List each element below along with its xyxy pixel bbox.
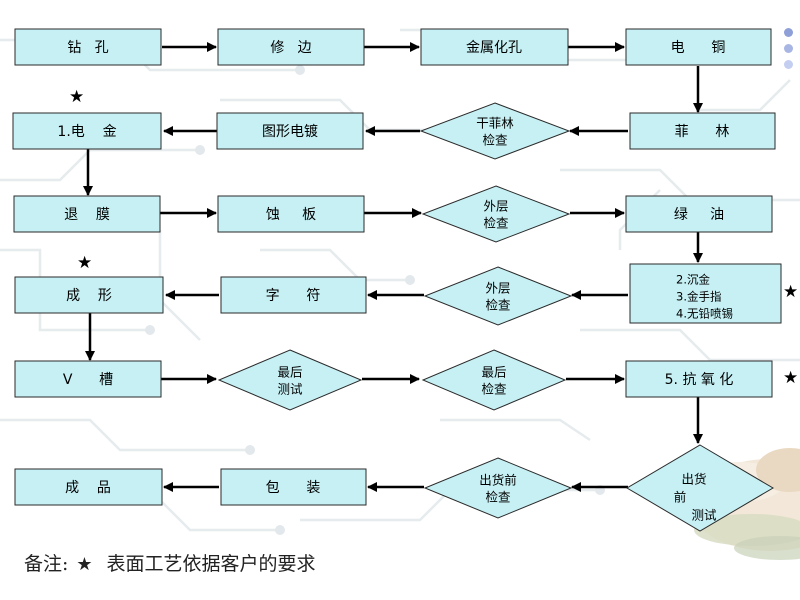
star-mark-gold1: ★ — [69, 87, 85, 107]
label-outer-check-2-line-2: 检查 — [485, 298, 511, 313]
label-trim: 修 边 — [270, 40, 311, 56]
label-final-test-line-2: 测试 — [277, 382, 303, 397]
label-ship-test-line-2: 前 — [674, 490, 687, 505]
diamond-ship-test — [626, 444, 774, 532]
label-package: 包 装 — [266, 480, 321, 496]
box-trim — [217, 28, 365, 66]
decor-dot-3 — [784, 60, 793, 69]
box-surface — [629, 263, 782, 324]
label-surface-line-1: 2.沉金 — [676, 273, 710, 287]
label-ship-check-line-2: 检查 — [485, 490, 511, 505]
box-gold1 — [12, 112, 162, 150]
box-cu-plate — [625, 28, 772, 66]
box-legend — [220, 276, 367, 314]
footnote-prefix: 备注: — [24, 553, 69, 575]
box-pattern-plate — [216, 112, 364, 150]
label-film-check-line-1: 干菲林 — [476, 116, 514, 131]
label-anti-ox: 5. 抗 氧 化 — [665, 372, 734, 388]
box-anti-ox — [625, 360, 773, 398]
box-pth — [420, 28, 569, 66]
label-vcut: V 槽 — [63, 372, 113, 388]
diamond-ship-check — [423, 457, 573, 519]
label-gold1: 1.电 金 — [57, 124, 116, 140]
label-pattern-plate: 图形电镀 — [262, 123, 318, 140]
label-final-check-line-2: 检查 — [481, 382, 507, 397]
label-ship-check-line-1: 出货前 — [479, 473, 517, 488]
label-drill: 钻 孔 — [67, 40, 108, 56]
label-legend: 字 符 — [266, 288, 321, 304]
decor-dot-1 — [784, 28, 793, 37]
decor-dot-2 — [784, 44, 793, 53]
box-green-oil — [625, 195, 773, 233]
label-ship-test-line-1: 出货 — [681, 472, 706, 487]
label-shaping: 成 形 — [66, 288, 112, 304]
diamond-film-check — [419, 102, 571, 160]
box-package — [220, 468, 367, 506]
label-final-test-line-1: 最后 — [277, 365, 302, 380]
diamond-final-test — [217, 349, 363, 411]
box-vcut — [14, 360, 162, 398]
star-mark-shaping: ★ — [77, 253, 93, 273]
diamond-outer-check-1 — [421, 185, 571, 243]
star-mark-anti-ox: ★ — [783, 368, 799, 388]
footnote: 备注: ★ 表面工艺依据客户的要求 — [24, 549, 316, 576]
box-product — [14, 468, 163, 506]
label-surface-line-3: 4.无铅喷锡 — [676, 307, 733, 321]
label-film: 菲 林 — [675, 124, 730, 140]
star-mark-surface: ★ — [783, 282, 799, 302]
label-outer-check-2-line-1: 外层 — [485, 281, 510, 296]
box-strip — [13, 195, 161, 233]
footnote-text: 表面工艺依据客户的要求 — [106, 553, 316, 575]
box-film — [629, 112, 776, 150]
diamond-outer-check-2 — [423, 266, 573, 326]
footnote-star: ★ — [76, 554, 93, 575]
label-outer-check-1-line-2: 检查 — [483, 216, 509, 231]
label-final-check-line-1: 最后 — [481, 365, 506, 380]
label-pth: 金属化孔 — [466, 40, 522, 56]
label-etch: 蚀 板 — [266, 207, 316, 223]
label-ship-test-line-3: 测试 — [691, 508, 717, 523]
label-film-check-line-2: 检查 — [482, 133, 508, 148]
box-shaping — [14, 276, 164, 314]
label-surface-line-2: 3.金手指 — [676, 290, 721, 304]
diamond-final-check — [421, 349, 567, 411]
label-surface: 2.沉金 3.金手指 4.无铅喷锡 — [676, 273, 733, 321]
label-cu-plate: 电 铜 — [671, 40, 726, 56]
label-green-oil: 绿 油 — [674, 207, 724, 223]
box-drill — [14, 28, 162, 66]
label-outer-check-1-line-1: 外层 — [483, 199, 508, 214]
label-product: 成 品 — [65, 480, 111, 496]
box-etch — [217, 195, 365, 233]
label-strip: 退 膜 — [64, 207, 110, 223]
